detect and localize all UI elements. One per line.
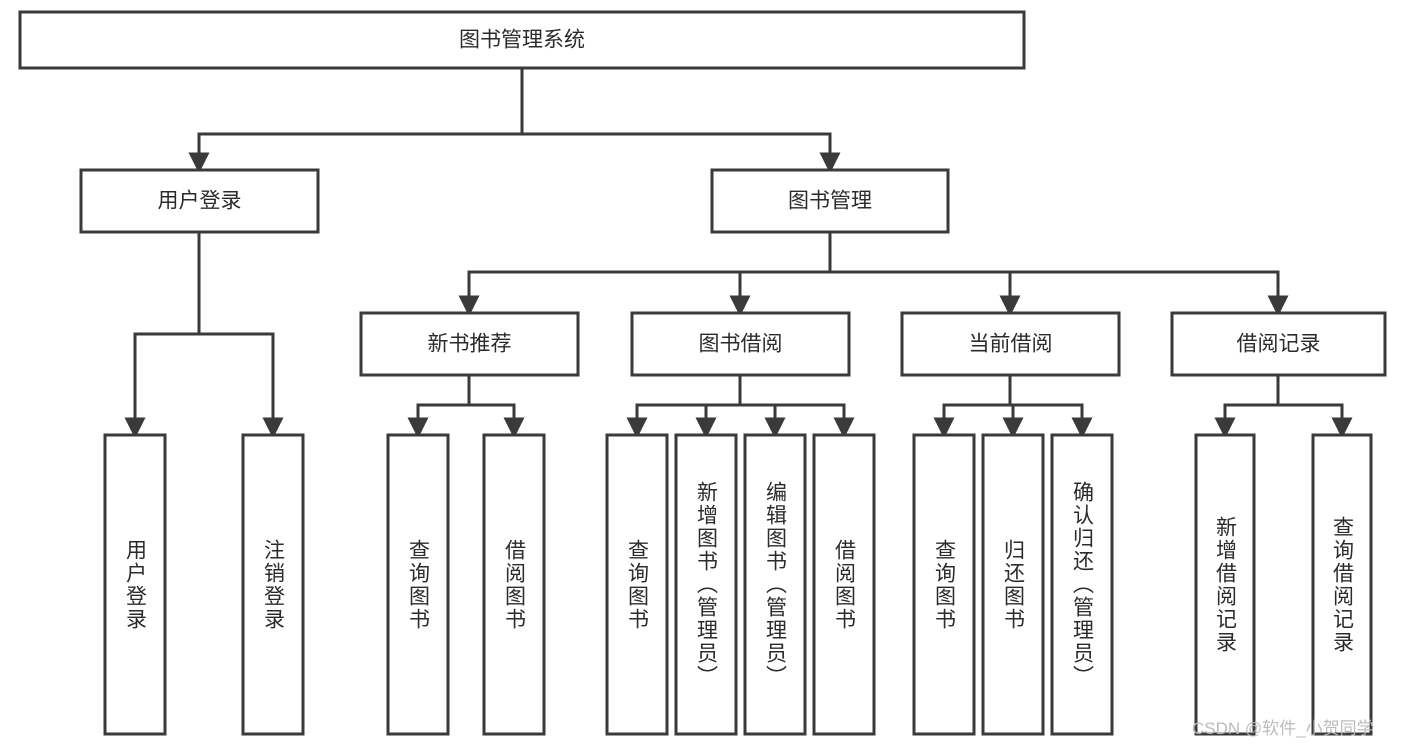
csdn-watermark: CSDN @软件_小贺同学 [1192,719,1374,738]
leaf-node[interactable]: 查询图书 [914,435,974,734]
node-root-label: 图书管理系统 [459,29,585,52]
leaf-node[interactable]: 查询图书 [388,435,448,734]
node-leaf-label-10: 确认归还（管理员） [1070,481,1094,688]
node-leaf-label-6: 编辑图书（管理员） [763,481,787,688]
node-leaf-label-3: 借阅图书 [502,538,526,631]
leaf-node[interactable]: 借阅图书 [484,435,544,734]
leaf-node[interactable]: 用户登录 [105,435,165,734]
node-leaf-label-9: 归还图书 [1001,538,1025,631]
node-level2-label-3: 借阅记录 [1237,333,1321,356]
node-level1-1[interactable] [710,168,950,234]
node-leaf-1[interactable] [241,433,305,736]
leaf-node[interactable]: 借阅图书 [814,435,874,734]
node-leaf-label-8: 查询图书 [932,538,956,631]
node-leaf-12[interactable] [1311,433,1373,736]
node-leaf-4[interactable] [605,433,669,736]
node-leaf-0[interactable] [103,433,167,736]
node-level2-0[interactable] [359,311,580,377]
node-root[interactable] [18,10,1026,70]
node-leaf-label-1: 注销登录 [261,538,285,631]
node-leaf-label-5: 新增图书（管理员） [694,481,718,688]
node-leaf-6[interactable] [743,433,807,736]
node-leaf-5[interactable] [674,433,738,736]
node-level1-label-0: 用户登录 [158,190,242,213]
node-leaf-label-0: 用户登录 [123,538,147,631]
node-leaf-label-4: 查询图书 [625,538,649,631]
leaf-node[interactable]: 查询图书 [607,435,667,734]
node-leaf-7[interactable] [812,433,876,736]
node-leaf-label-7: 借阅图书 [832,538,856,631]
node-leaf-9[interactable] [981,433,1045,736]
node-level1-label-1: 图书管理 [788,190,872,213]
node-leaf-label-11: 新增借阅记录 [1213,515,1237,654]
leaf-node[interactable]: 确认归还（管理员） [1052,435,1112,734]
node-leaf-10[interactable] [1050,433,1114,736]
leaf-node[interactable]: 查询借阅记录 [1313,435,1371,734]
leaf-node[interactable]: 注销登录 [243,435,303,734]
node-level1-0[interactable] [79,168,320,234]
leaf-node[interactable]: 新增图书（管理员） [676,435,736,734]
leaf-node[interactable]: 新增借阅记录 [1196,435,1254,734]
node-leaf-label-2: 查询图书 [406,538,430,631]
node-level2-label-2: 当前借阅 [969,333,1053,356]
connector-layer [124,66,1353,439]
node-level2-label-1: 图书借阅 [699,333,783,356]
node-level2-2[interactable] [900,311,1121,377]
node-leaf-11[interactable] [1194,433,1256,736]
box-layer [18,10,1387,736]
node-leaf-2[interactable] [386,433,450,736]
leaf-node[interactable]: 归还图书 [983,435,1043,734]
node-level2-3[interactable] [1170,311,1387,377]
node-level2-label-0: 新书推荐 [428,333,512,356]
node-leaf-label-12: 查询借阅记录 [1330,515,1354,654]
leaf-node[interactable]: 编辑图书（管理员） [745,435,805,734]
node-level2-1[interactable] [630,311,851,377]
node-leaf-8[interactable] [912,433,976,736]
node-leaf-3[interactable] [482,433,546,736]
